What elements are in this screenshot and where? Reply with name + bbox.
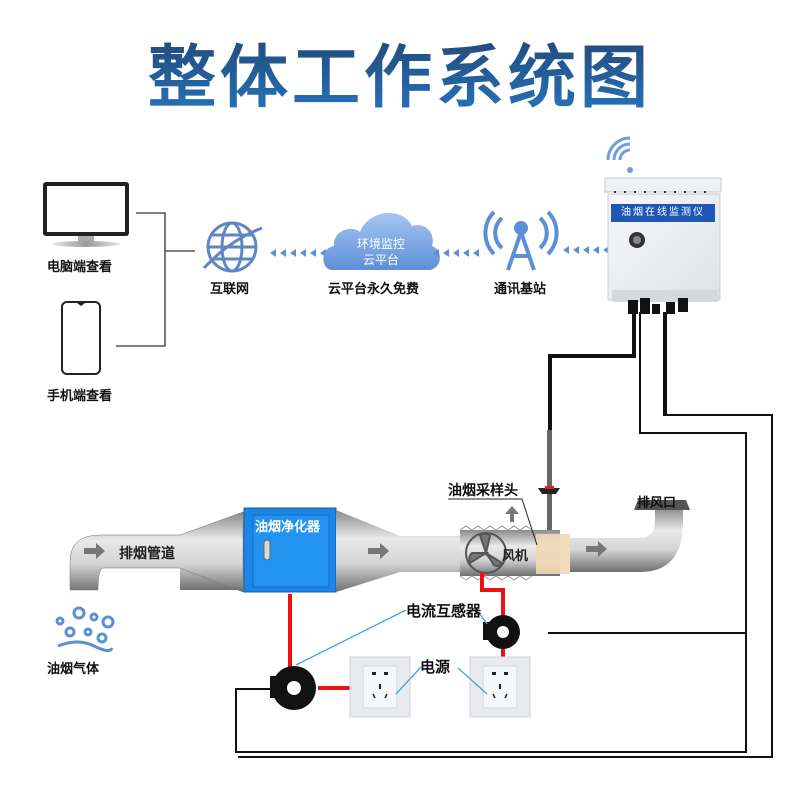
outlet-label: 排风口 xyxy=(637,496,677,511)
fan-label: 风机 xyxy=(502,549,529,564)
base-station-label: 通讯基站 xyxy=(494,282,547,297)
gas-label: 油烟气体 xyxy=(47,662,100,677)
oil-fume-purifier xyxy=(243,507,337,593)
mobile-viewer-label: 手机端查看 xyxy=(47,389,113,404)
current-transformer-label: 电流互感器 xyxy=(406,602,482,620)
purifier-label: 油烟净化器 xyxy=(255,520,321,535)
sampler-leader-line xyxy=(448,498,538,546)
power-socket-1 xyxy=(349,656,411,718)
signal-wires xyxy=(235,312,773,758)
oil-gas-icon xyxy=(55,606,115,653)
data-flow-arrows-3 xyxy=(563,246,609,254)
base-station-icon xyxy=(483,210,559,271)
globe-icon xyxy=(202,221,263,273)
label-leader-lines xyxy=(295,609,488,695)
internet-label: 互联网 xyxy=(210,282,250,297)
power-socket-2 xyxy=(469,656,531,718)
cloud-line-2: 云平台 xyxy=(362,253,399,267)
phone-icon xyxy=(61,301,101,375)
viewer-connector-lines xyxy=(116,212,195,347)
duct-label: 排烟管道 xyxy=(119,546,175,562)
cloud-platform-icon xyxy=(323,213,440,270)
current-transformer-2 xyxy=(483,615,520,649)
wifi-icon xyxy=(606,136,633,173)
cloud-caption: 云平台永久免费 xyxy=(328,282,420,297)
monitor-icon xyxy=(43,182,129,247)
cloud-line-1: 环境监控 xyxy=(356,237,405,251)
device-banner: 油烟在线监测仪 xyxy=(611,204,715,222)
data-flow-arrows-1 xyxy=(270,249,326,257)
data-flow-arrows-2 xyxy=(433,249,479,257)
oil-fume-monitor-device xyxy=(604,177,722,314)
cloud-text: 环境监控 云平台 xyxy=(346,236,416,268)
pc-viewer-label: 电脑端查看 xyxy=(47,260,113,275)
page-title: 整体工作系统图 xyxy=(0,22,800,121)
fan-icon xyxy=(465,532,507,574)
airflow-arrows xyxy=(84,506,607,559)
power-label: 电源 xyxy=(420,658,451,676)
current-transformer-1 xyxy=(270,666,316,710)
sampler-label: 油烟采样头 xyxy=(448,483,518,499)
sampling-probe xyxy=(538,430,560,570)
